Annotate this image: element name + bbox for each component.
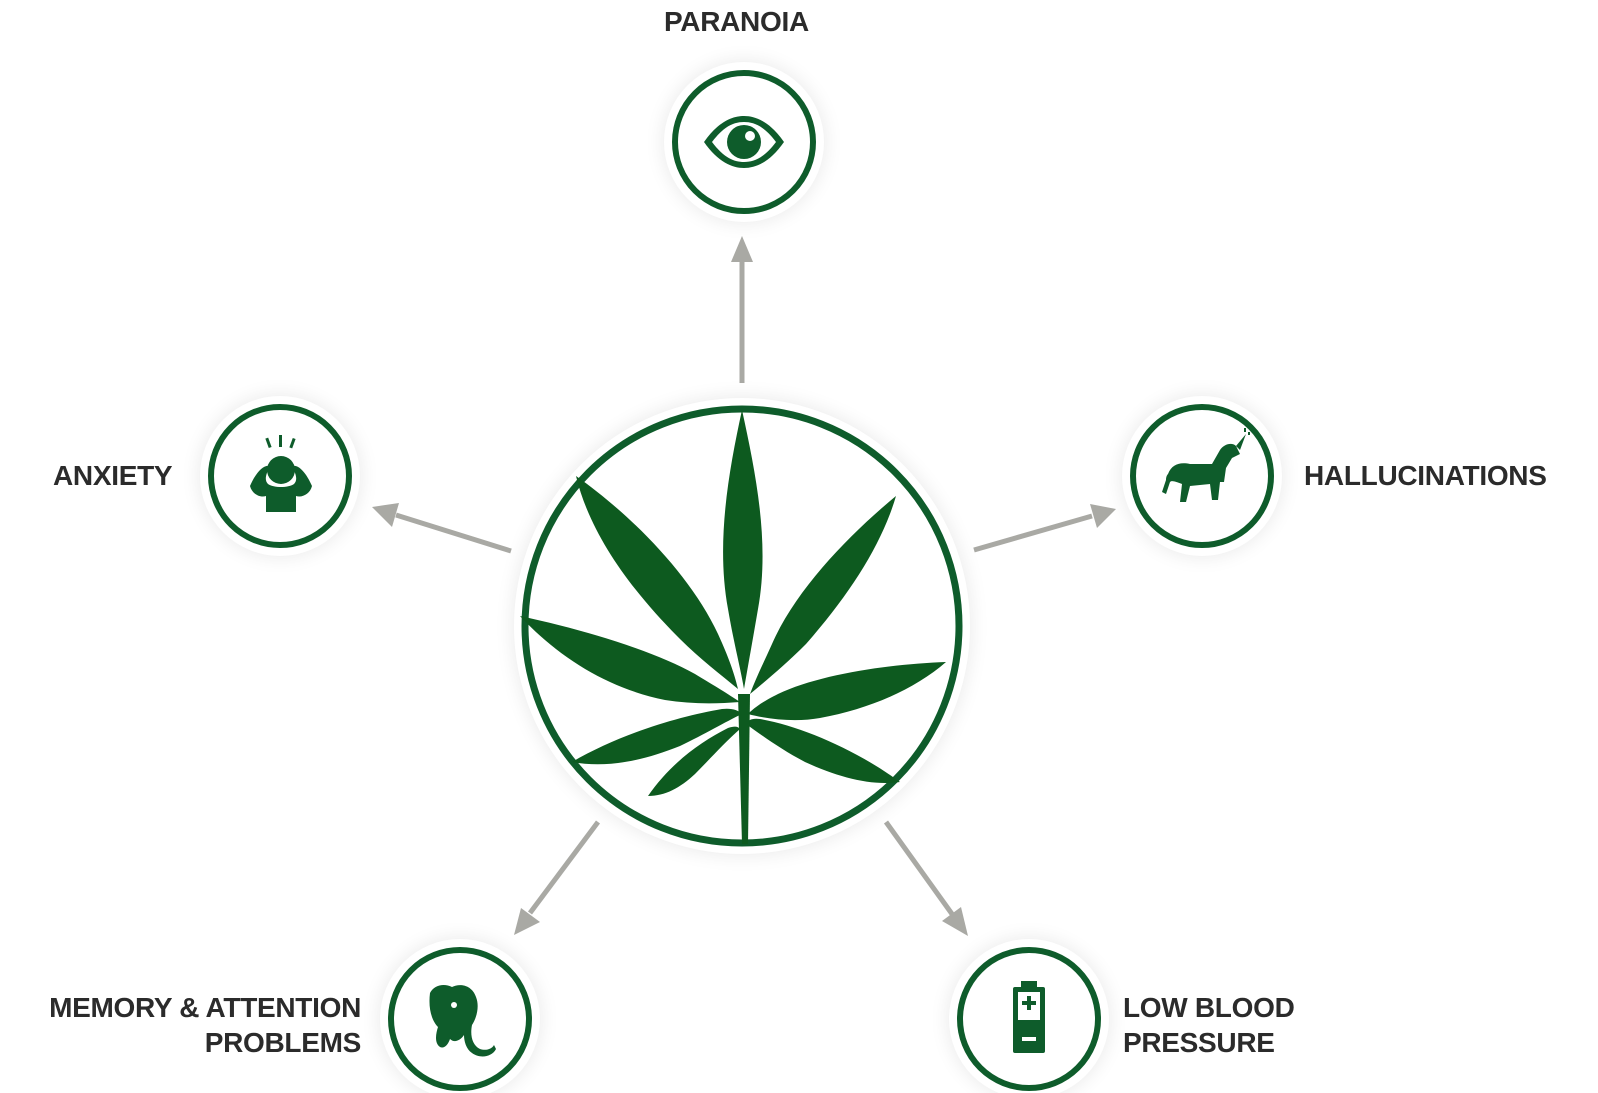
arrowhead-memory bbox=[514, 908, 540, 935]
arrow-to-hallucinations bbox=[973, 513, 1093, 553]
low-battery-icon bbox=[957, 947, 1101, 1091]
paranoia-label: PARANOIA bbox=[664, 6, 809, 37]
elephant-icon bbox=[388, 947, 532, 1091]
arrowhead-anxiety bbox=[372, 503, 399, 527]
stressed-person-icon bbox=[208, 404, 352, 548]
blood-pressure-node bbox=[955, 945, 1103, 1093]
paranoia-node bbox=[670, 68, 818, 216]
hallucinations-label: HALLUCINATIONS bbox=[1304, 460, 1547, 491]
unicorn-icon bbox=[1130, 404, 1274, 548]
anxiety-label: ANXIETY bbox=[53, 460, 173, 491]
blood-pressure-label-line2: PRESSURE bbox=[1123, 1027, 1275, 1058]
arrow-to-blood-pressure bbox=[883, 820, 955, 916]
hallucinations-node bbox=[1128, 402, 1276, 550]
blood-pressure-label: LOW BLOOD PRESSURE bbox=[1123, 990, 1295, 1060]
arrowhead-hallucinations bbox=[1090, 504, 1116, 528]
memory-label: MEMORY & ATTENTION PROBLEMS bbox=[16, 990, 361, 1060]
arrowhead-blood-pressure bbox=[942, 907, 968, 936]
anxiety-node bbox=[206, 402, 354, 550]
memory-node bbox=[386, 945, 534, 1093]
memory-label-line1: MEMORY & ATTENTION bbox=[49, 992, 361, 1023]
arrowhead-paranoia bbox=[731, 236, 753, 262]
arrow-to-anxiety bbox=[395, 512, 512, 554]
blood-pressure-label-line1: LOW BLOOD bbox=[1123, 992, 1295, 1023]
eye-icon bbox=[672, 70, 816, 214]
cannabis-leaf-icon bbox=[520, 405, 963, 847]
center-circle bbox=[520, 404, 964, 848]
arrow-to-memory bbox=[527, 820, 601, 915]
memory-label-line2: PROBLEMS bbox=[204, 1027, 362, 1058]
